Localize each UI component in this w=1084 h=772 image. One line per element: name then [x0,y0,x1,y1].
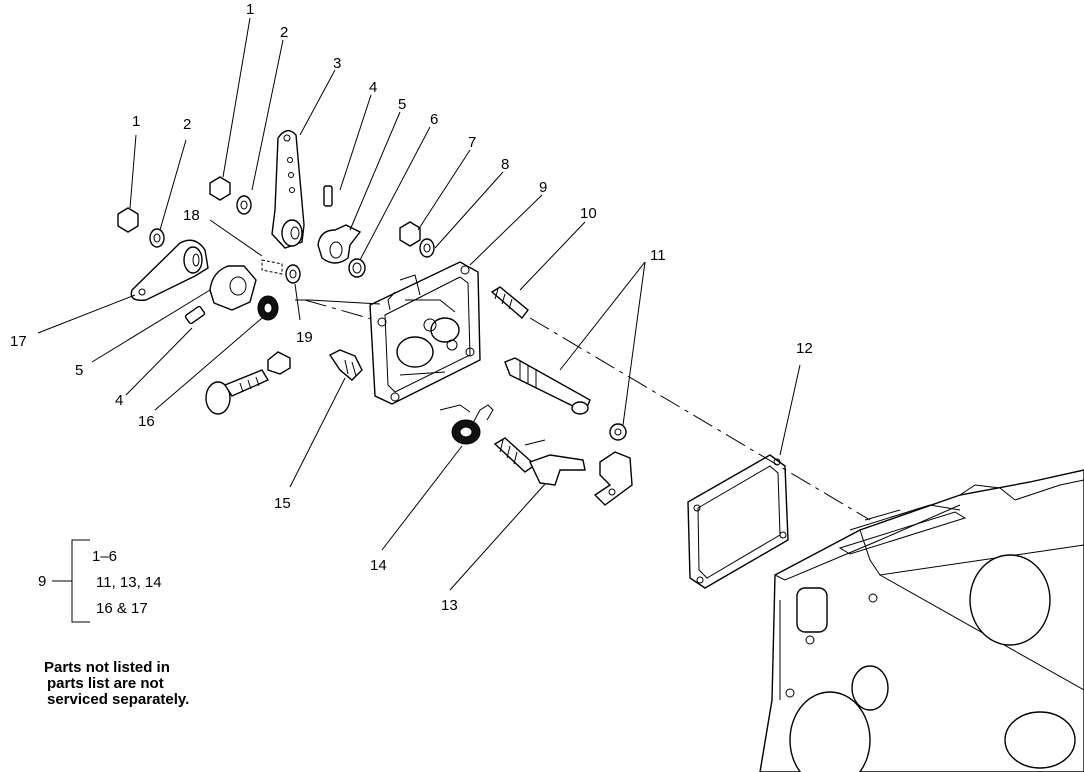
leader-lines [37,17,801,591]
throttle-lever [271,130,305,249]
callout-9: 9 [539,179,547,196]
gasket [687,454,789,589]
callout-12: 12 [796,340,813,357]
lower-clamp-screw [184,265,257,325]
key-group-2: 11, 13, 14 [96,574,162,591]
governor-crank [493,437,586,486]
callout-14: 14 [370,557,387,574]
adjusting-screw [205,349,363,415]
lower-hardware [117,207,165,248]
lower-lever [130,239,209,301]
assembly-key: 9 1–6 11, 13, 14 16 & 17 [36,544,196,628]
governor-shaft [504,357,591,415]
governor-arm [593,423,633,506]
upper-hardware [209,176,435,258]
callout-6: 6 [430,111,438,128]
note-line-2: parts list are not [47,675,164,692]
callout-16: 16 [138,413,155,430]
callout-4-lower: 4 [115,392,123,409]
callout-18: 18 [183,207,200,224]
callout-3: 3 [333,55,341,72]
upper-screw-clamp [317,185,366,278]
stud [490,286,529,320]
callout-10: 10 [580,205,597,222]
note-line-1: Parts not listed in [44,659,170,676]
callout-5-lower: 5 [75,362,83,379]
oil-seal [257,295,279,321]
callout-2-upper: 2 [280,24,288,41]
bushing-washer [261,259,381,305]
key-group-3: 16 & 17 [96,600,148,617]
callout-labels: 1 2 3 4 5 6 7 8 9 10 11 12 1 2 18 17 5 4… [10,1,813,614]
callout-8: 8 [501,156,509,173]
engine-block [759,469,1084,772]
callout-15: 15 [274,495,291,512]
note-line-3: serviced separately. [47,691,190,708]
callout-19: 19 [296,329,313,346]
callout-7: 7 [468,134,476,151]
governor-gear [439,404,494,445]
callout-17: 17 [10,333,27,350]
key-bracket [52,539,90,623]
key-group-1: 1–6 [92,548,118,565]
callout-4-upper: 4 [369,79,377,96]
callout-2-lower: 2 [183,116,191,133]
key-assembly-number: 9 [38,573,47,590]
callout-1-lower: 1 [132,113,140,130]
callout-11: 11 [650,247,666,264]
callout-1-upper: 1 [246,1,254,18]
callout-5-upper: 5 [398,96,406,113]
callout-13: 13 [441,597,458,614]
governor-housing [369,261,481,405]
service-note: Parts not listed in parts list are not s… [44,660,189,708]
